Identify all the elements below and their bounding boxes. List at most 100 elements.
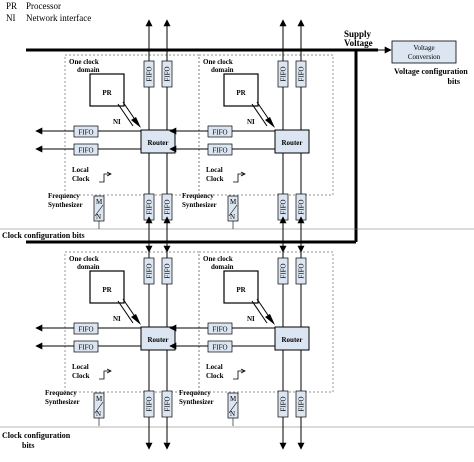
freq-synth-label: Synthesizer [182,201,217,209]
clock-config-bottom-line1: Clock configuration [2,431,71,440]
local-clock-label: Local [206,363,223,371]
processor-label: PR [102,89,112,97]
processor-box [89,270,125,304]
clock-config-top-label: Clock configuration bits [2,231,85,240]
fifo-north-in: FIFO [277,257,289,285]
ni-arrowhead [265,314,275,325]
freq-synth-label: Frequency [182,192,214,200]
clock-signal-icon [233,370,244,380]
fifo-west-in: FIFO [207,322,233,335]
fifo-label: FIFO [164,263,172,278]
fifo-west-out: FIFO [207,340,233,353]
router-label: Router [148,139,169,147]
clock-domain-label: domain [211,66,234,74]
clock-arrow-icon [106,368,112,374]
voltage-conversion-line1: Voltage [413,44,434,52]
router-box [140,129,176,154]
mux-n-label: N [230,410,235,418]
fifo-north-out: FIFO [295,60,307,88]
fifo-south-out: FIFO [295,193,307,221]
clock-domain-label: One clock [203,58,233,66]
clock-arrow-icon [240,368,246,374]
fifo-south-in: FIFO [277,390,289,418]
fifo-north-out: FIFO [295,257,307,285]
freq-synth-label: Frequency [45,389,77,397]
clock-domain-boundary [198,251,334,393]
voltage-conversion-block: Voltage Conversion Voltage configuration… [391,40,468,86]
fifo-label: FIFO [164,396,172,411]
fifo-west-in: FIFO [207,125,233,138]
fifo-label: FIFO [164,199,172,214]
clock-signal-icon [99,370,110,380]
fifo-label: FIFO [146,66,154,81]
local-clock-label: Local [206,166,223,174]
fifo-label: FIFO [298,396,306,411]
fifo-label: FIFO [280,66,288,81]
clock-arrow-icon [106,171,112,177]
router-box [140,326,176,351]
fifo-label: FIFO [146,396,154,411]
ni-arrowhead [131,314,141,325]
local-clock-label: Clock [72,175,90,183]
freq-synth-label: Synthesizer [179,398,214,406]
voltage-conversion-line2: Conversion [408,53,441,61]
voltage-config-line2: bits [448,77,460,86]
fifo-west-out: FIFO [207,143,233,156]
fifo-north-out: FIFO [161,60,173,88]
fifo-north-in: FIFO [143,60,155,88]
mux-m-label: M [230,198,237,206]
supply-voltage-bus: Supply Voltage [26,29,392,244]
local-clock-label: Local [72,363,89,371]
processor-label: PR [102,286,112,294]
mux-n-label: N [96,213,101,221]
fifo-label: FIFO [146,263,154,278]
supply-label-line2: Voltage [344,38,373,48]
fifo-north-in: FIFO [277,60,289,88]
router-label: Router [282,336,303,344]
fifo-south-out: FIFO [161,390,173,418]
local-clock-label: Clock [72,372,90,380]
clock-domain-label: One clock [203,255,233,263]
fifo-label: FIFO [164,66,172,81]
legend-ni-abbrev: NI [6,13,16,23]
router-label: Router [282,139,303,147]
voltage-config-line1: Voltage configuration [394,67,468,76]
processor-box [223,270,259,304]
clock-domain-label: domain [211,263,234,271]
fifo-label: FIFO [78,129,93,137]
ni-arrowhead [131,117,141,128]
processor-label: PR [236,286,246,294]
fifo-west-out: FIFO [73,143,99,156]
fifo-south-in: FIFO [143,390,155,418]
legend-pr-desc: Processor [26,1,61,11]
clock-config-bottom-line2: bits [22,441,34,450]
fifo-label: FIFO [280,396,288,411]
fifo-label: FIFO [212,326,227,334]
local-clock-label: Clock [206,372,224,380]
supply-label-line1: Supply [344,29,372,39]
fifo-label: FIFO [146,199,154,214]
router-box [274,129,310,154]
fifo-south-in: FIFO [143,193,155,221]
clock-signal-icon [233,173,244,183]
fifo-south-in: FIFO [277,193,289,221]
mux-n-label: N [96,410,101,418]
freq-synth-label: Frequency [48,192,80,200]
legend-pr-abbrev: PR [6,1,17,11]
ni-label: NI [247,315,255,323]
freq-synth-label: Synthesizer [45,398,80,406]
legend: PR Processor NI Network interface [6,1,91,23]
clock-domain-label: One clock [69,255,99,263]
router-box [274,326,310,351]
ni-label: NI [247,118,255,126]
fifo-label: FIFO [212,344,227,352]
processor-label: PR [236,89,246,97]
freq-synth-label: Synthesizer [48,201,83,209]
fifo-label: FIFO [298,66,306,81]
clock-config-lines: Clock configuration bits Clock configura… [0,228,474,450]
fifo-label: FIFO [280,199,288,214]
ni-arrowhead [265,117,275,128]
